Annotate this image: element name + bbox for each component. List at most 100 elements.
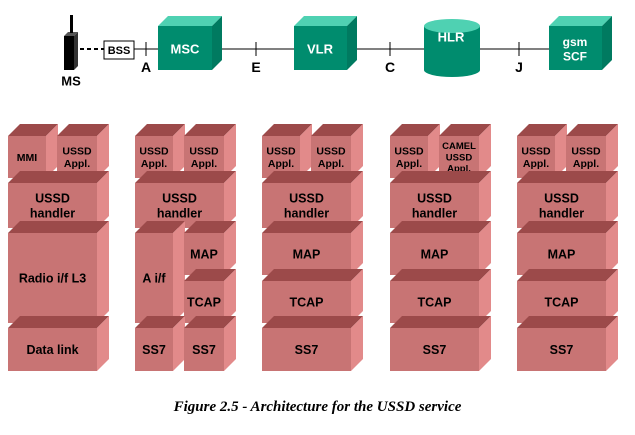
stack-2-ussd-handler xyxy=(135,171,236,228)
stack-2-ss7-left-front xyxy=(135,328,173,371)
gsmscf-node-side xyxy=(602,16,612,70)
stack-4-tcap-top xyxy=(390,269,491,281)
stack-1-radio-if-l3-side xyxy=(97,221,109,323)
stack-2-ss7-left xyxy=(135,316,185,371)
stack-5-top-left-top xyxy=(517,124,567,136)
stack-2-ss7-left-label: SS7 xyxy=(142,343,166,357)
stack-3-map-label: MAP xyxy=(293,248,321,262)
stack-4-ss7-side xyxy=(479,316,491,371)
stack-4-ss7-front xyxy=(390,328,479,371)
stack-2-ss7-right xyxy=(184,316,236,371)
stack-1-ussd-handler-side xyxy=(97,171,109,228)
stack-1-top-left-label: MMI xyxy=(17,152,37,164)
stack-5-top-right-side xyxy=(606,124,618,178)
vlr-node-side xyxy=(347,16,357,70)
stack-3-map-side xyxy=(351,221,363,275)
stack-3-ss7-top xyxy=(262,316,363,328)
stack-1-top-right-side xyxy=(97,124,109,178)
mobile-station-icon xyxy=(64,15,78,70)
msc-node xyxy=(158,16,222,70)
stack-1-ussd-handler-top xyxy=(8,171,109,183)
stack-3-map-top xyxy=(262,221,363,233)
stack-3-map xyxy=(262,221,363,275)
stack-4-map-top xyxy=(390,221,491,233)
stack-2-ss7-right-side xyxy=(224,316,236,371)
stack-4-map-side xyxy=(479,221,491,275)
stack-4-ussd-handler-top xyxy=(390,171,491,183)
stack-3-ss7-front xyxy=(262,328,351,371)
stack-4-tcap-label: TCAP xyxy=(417,296,451,310)
stack-2-map-top xyxy=(184,221,236,233)
gsmscf-node-front xyxy=(549,26,602,70)
stack-4-ss7-top xyxy=(390,316,491,328)
hlr-top xyxy=(424,19,480,33)
stack-2-tcap-side xyxy=(224,269,236,323)
bss-label: BSS xyxy=(108,45,131,57)
vlr-node xyxy=(294,16,357,70)
stack-2-tcap-top xyxy=(184,269,236,281)
stack-4-tcap-side xyxy=(479,269,491,323)
stack-1-top-left-top xyxy=(8,124,58,136)
stack-4-ussd-handler xyxy=(390,171,491,228)
stack-2-map xyxy=(184,221,236,275)
stack-5-ussd-handler-side xyxy=(606,171,618,228)
stack-2-top-right-top xyxy=(184,124,236,136)
stack-1-radio-if-l3 xyxy=(8,221,109,323)
stack-2-ss7-right-front xyxy=(184,328,224,371)
stack-3-top-left-top xyxy=(262,124,312,136)
gsmscf-node xyxy=(549,16,612,70)
stack-5-ss7-top xyxy=(517,316,618,328)
stack-1-radio-if-l3-front xyxy=(8,233,97,323)
stack-1-data-link-label: Data link xyxy=(26,343,78,357)
stack-3-ss7-label: SS7 xyxy=(295,343,319,357)
msc-node-front xyxy=(158,26,212,70)
stack-5-ussd-handler xyxy=(517,171,618,228)
stack-1-ussd-handler-front xyxy=(8,183,97,228)
stack-2-map-front xyxy=(184,233,224,275)
stack-3-ussd-handler-front xyxy=(262,183,351,228)
vlr-label: VLR xyxy=(307,42,334,57)
interface-label-e: E xyxy=(251,59,260,75)
bss-box xyxy=(103,40,135,60)
stack-5-ss7-front xyxy=(517,328,606,371)
stack-3-ss7 xyxy=(262,316,363,371)
hlr-label: HLR xyxy=(438,30,465,45)
stack-2-ussd-handler-top xyxy=(135,171,236,183)
interface-label-c: C xyxy=(385,59,395,75)
hlr-bottom xyxy=(424,63,480,77)
stack-5-top-left-side xyxy=(555,124,567,178)
gsmscf-node-top xyxy=(549,16,612,26)
stack-2-a-if-side xyxy=(173,221,185,323)
stack-3-ss7-side xyxy=(351,316,363,371)
stack-2-top-left-side xyxy=(173,124,185,178)
stack-2-a-if-front xyxy=(135,233,173,323)
stack-2-top-left-top xyxy=(135,124,185,136)
stack-5-ss7 xyxy=(517,316,618,371)
stack-3-top-right-side xyxy=(351,124,363,178)
interface-label-j: J xyxy=(515,59,523,75)
stack-1-top-left-side xyxy=(46,124,58,178)
stack-3-ussd-handler-top xyxy=(262,171,363,183)
stack-3-map-front xyxy=(262,233,351,275)
stack-2-map-label: MAP xyxy=(190,248,218,262)
stack-4-top-right-side xyxy=(479,124,491,178)
stack-1-data-link-top xyxy=(8,316,109,328)
stack-4-ss7-label: SS7 xyxy=(423,343,447,357)
stack-5-map-side xyxy=(606,221,618,275)
stack-2-ss7-right-top xyxy=(184,316,236,328)
msc-node-side xyxy=(212,16,222,70)
stack-1-data-link-front xyxy=(8,328,97,371)
